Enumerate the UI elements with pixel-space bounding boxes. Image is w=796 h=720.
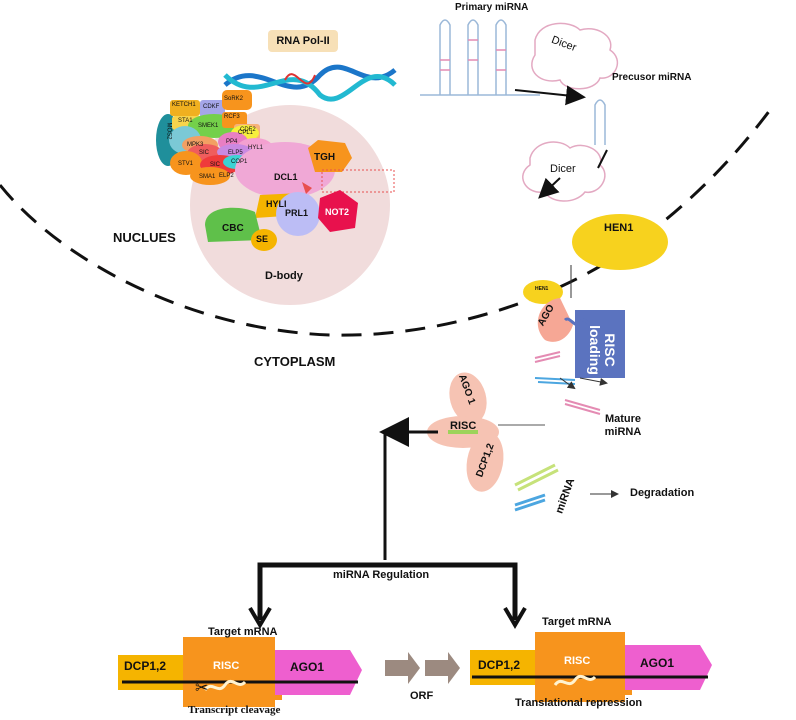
primary-mirna-hairpins <box>420 19 540 96</box>
orf-arrow-1 <box>385 652 420 684</box>
left-dcp-label: DCP1,2 <box>124 659 167 673</box>
right-target-title: Target mRNA <box>542 616 612 628</box>
dicer-cloud-1 <box>531 22 619 90</box>
right-ago-label: AGO1 <box>640 656 675 670</box>
left-risc-label: RISC <box>213 660 240 672</box>
protein-rcf3: RCF3 <box>224 114 240 120</box>
protein-sma1: SMA1 <box>199 174 216 180</box>
protein-cdf2: CDF2 <box>240 127 256 133</box>
mature-mirna-label: Mature miRNA <box>604 413 642 438</box>
se-label: SE <box>256 234 269 244</box>
primary-mirna-label: Primary miRNA <box>455 2 529 13</box>
left-ago-label: AGO1 <box>290 660 325 674</box>
risc-complex <box>427 372 545 492</box>
orf-arrow-2 <box>425 652 460 684</box>
protein-mos2: MOS2 <box>165 122 172 140</box>
left-target-complex: ✂ <box>118 637 362 707</box>
protein-elp2: ELP2 <box>219 173 234 179</box>
dicer-label-2: Dicer <box>550 163 576 175</box>
precursor-label: Precusor miRNA <box>612 72 692 83</box>
nucleus-label: NUCLUES <box>113 230 176 245</box>
right-risc-label: RISC <box>564 655 591 667</box>
cbc-label: CBC <box>222 223 244 234</box>
arrow-primary-to-precursor <box>514 85 586 106</box>
right-target-complex <box>470 632 712 702</box>
right-dcp-label: DCP1,2 <box>478 658 521 672</box>
protein-cop1: COP1 <box>231 159 248 165</box>
dcl1-label: DCL1 <box>274 172 298 182</box>
protein-smek1: SMEK1 <box>198 123 219 129</box>
arrow-dicer-export <box>538 177 561 199</box>
protein-cdkf: CDKF <box>203 104 220 110</box>
svg-text:✂: ✂ <box>195 680 208 697</box>
dna-helix <box>223 64 397 102</box>
degradation-label: Degradation <box>630 487 695 499</box>
protein-ketch1: KETCH1 <box>172 102 196 108</box>
rna-pol-label: RNA Pol-II <box>268 30 338 52</box>
risc-petal-label: RISC <box>450 420 477 432</box>
arrow-precursor-down <box>597 149 608 169</box>
hyl1-dbody-label: HYLI <box>266 199 287 209</box>
hen1-large <box>572 214 668 270</box>
nuclear-envelope <box>0 109 772 337</box>
mirna-regulation-label: miRNA Regulation <box>333 569 430 581</box>
hen1-large-label: HEN1 <box>604 222 634 234</box>
risc-loading-label: RISC loading <box>587 325 618 375</box>
tgh-label: TGH <box>314 152 336 163</box>
protein-sta1: STA1 <box>178 118 193 124</box>
protein-sic-2: SIC <box>210 162 221 168</box>
left-caption: Transcript cleavage <box>188 704 281 716</box>
protein-hyl1-small: HYL1 <box>248 145 264 151</box>
cytoplasm-label: CYTOPLASM <box>254 354 336 369</box>
protein-cpl1: CPL1 <box>238 130 254 136</box>
ago-petal <box>537 298 573 342</box>
precursor-hairpin <box>594 99 606 145</box>
protein-stv1: STV1 <box>178 161 194 167</box>
prl1-label: PRL1 <box>285 208 309 218</box>
hen1-small-label: HEN1 <box>535 286 549 292</box>
protein-sic-1: SIC <box>199 150 210 156</box>
dbody-label: D-body <box>265 270 303 282</box>
regulation-branch <box>257 562 518 620</box>
not2-label: NOT2 <box>325 207 350 217</box>
right-caption: Translational repression <box>515 697 643 709</box>
orf-label: ORF <box>410 690 434 702</box>
protein-complex <box>156 90 273 185</box>
protein-mpk3: MPK3 <box>187 142 204 148</box>
protein-elp5: ELP5 <box>228 150 243 156</box>
hen1-small <box>523 280 563 304</box>
dbody-proteins <box>205 140 395 251</box>
protein-pp4: PP4 <box>226 139 238 145</box>
left-target-title: Target mRNA <box>208 626 278 638</box>
protein-sork2: SoRK2 <box>224 96 244 102</box>
